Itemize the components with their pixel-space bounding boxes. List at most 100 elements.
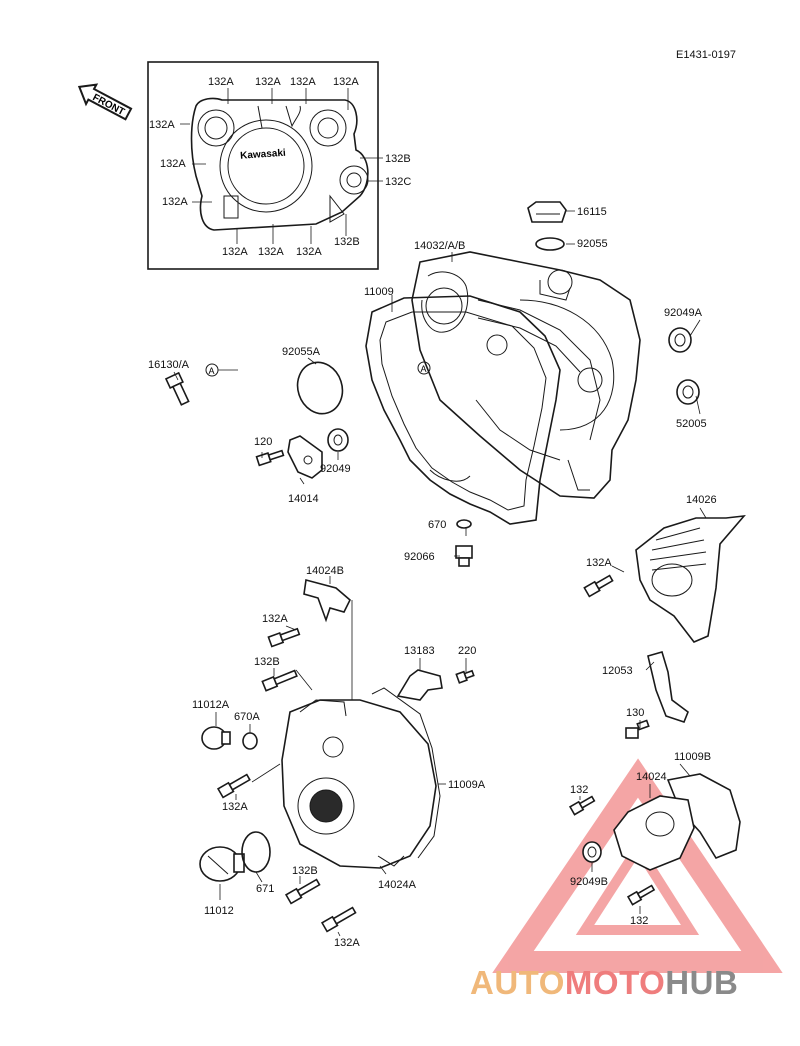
bracket-13183 bbox=[396, 669, 443, 701]
plug-11012a bbox=[201, 726, 231, 750]
label-11012: 11012 bbox=[204, 905, 234, 917]
label-inset-132a-6: 132A bbox=[160, 158, 186, 170]
label-671: 671 bbox=[256, 883, 274, 895]
label-11009: 11009 bbox=[364, 286, 394, 298]
bolt-220 bbox=[455, 669, 475, 684]
label-132a-a: 132A bbox=[262, 613, 288, 625]
oil-seal-92049 bbox=[327, 428, 349, 452]
label-14014: 14014 bbox=[288, 493, 319, 505]
filler-hole bbox=[547, 269, 573, 295]
bolt-120 bbox=[255, 449, 285, 467]
sprocket-cover-14026 bbox=[635, 514, 746, 643]
label-92055a: 92055A bbox=[282, 346, 321, 358]
label-inset-132a-1: 132A bbox=[208, 76, 234, 88]
guide-12053 bbox=[647, 651, 689, 723]
label-inset-132a-7: 132A bbox=[162, 196, 188, 208]
label-inset-132c: 132C bbox=[385, 176, 411, 188]
label-132-a: 132 bbox=[570, 784, 588, 796]
label-14032: 14032/A/B bbox=[414, 240, 465, 252]
label-132a-c: 132A bbox=[334, 937, 360, 949]
front-arrow-icon: FRONT bbox=[77, 83, 133, 121]
inset-clutch-cover bbox=[190, 97, 369, 231]
bolt-130 bbox=[625, 719, 650, 739]
bolt-132a-b bbox=[216, 773, 251, 799]
plate-14014 bbox=[287, 435, 323, 479]
bolt-132-a bbox=[568, 795, 596, 816]
o-ring-670a bbox=[242, 732, 258, 750]
label-12053: 12053 bbox=[602, 665, 633, 677]
leader-lines bbox=[173, 210, 707, 937]
label-220: 220 bbox=[458, 645, 476, 657]
label-132a-right: 132A bbox=[586, 557, 612, 569]
watermark-logo-triangle bbox=[492, 758, 783, 973]
bolt-132b-a bbox=[261, 669, 298, 692]
label-16130: 16130/A bbox=[148, 359, 190, 371]
label-inset-132a-9: 132A bbox=[258, 246, 284, 258]
washer-670 bbox=[456, 519, 472, 529]
bracket-14024b bbox=[303, 578, 351, 623]
label-14024: 14024 bbox=[636, 771, 667, 783]
clutch-cover-14032 bbox=[411, 251, 641, 499]
label-11009a: 11009A bbox=[448, 779, 486, 791]
label-52005: 52005 bbox=[676, 418, 707, 430]
bolt-16130 bbox=[164, 371, 190, 406]
label-inset-132b-2: 132B bbox=[334, 236, 360, 248]
label-inset-132b-1: 132B bbox=[385, 153, 411, 165]
oil-seal-92049b bbox=[582, 841, 602, 863]
bolt-132b-b bbox=[284, 878, 321, 905]
label-inset-132a-8: 132A bbox=[222, 246, 248, 258]
svg-text:AUTOMOTOHUB: AUTOMOTOHUB bbox=[470, 964, 738, 1001]
o-ring-92055a bbox=[296, 361, 344, 415]
label-132b-a: 132B bbox=[254, 656, 280, 668]
part-labels: 16115 92055 14032/A/B 11009 92049A 92055… bbox=[148, 206, 717, 949]
label-11009b: 11009B bbox=[674, 751, 711, 763]
label-92066: 92066 bbox=[404, 551, 435, 563]
label-inset-132a-3: 132A bbox=[290, 76, 316, 88]
o-ring-671 bbox=[241, 831, 271, 873]
label-14024b: 14024B bbox=[306, 565, 344, 577]
label-670: 670 bbox=[428, 519, 446, 531]
label-120: 120 bbox=[254, 436, 272, 448]
label-92049a: 92049A bbox=[664, 307, 703, 319]
label-132b-b: 132B bbox=[292, 865, 318, 877]
generator-cover-14024a bbox=[281, 687, 441, 869]
inset-brand-text: Kawasaki bbox=[240, 148, 286, 162]
filler-plug-16115 bbox=[527, 201, 567, 223]
label-14026: 14026 bbox=[686, 494, 717, 506]
label-inset-132a-5: 132A bbox=[149, 119, 175, 131]
callout-a-right bbox=[417, 361, 431, 375]
label-92055: 92055 bbox=[577, 238, 608, 250]
label-16115: 16115 bbox=[577, 206, 607, 218]
bolt-132a-c bbox=[320, 906, 357, 933]
bolt-132a-right bbox=[583, 574, 614, 598]
watermark-hub: HUB bbox=[665, 964, 738, 1001]
label-inset-132a-4: 132A bbox=[333, 76, 359, 88]
o-ring-92055 bbox=[535, 237, 565, 251]
watermark-moto: MOTO bbox=[565, 964, 665, 1001]
label-130: 130 bbox=[626, 707, 644, 719]
label-92049b: 92049B bbox=[570, 876, 608, 888]
bolt-132a-a bbox=[267, 627, 301, 648]
gasket-11009 bbox=[365, 295, 561, 525]
oil-seal-92049a bbox=[668, 327, 692, 353]
label-inset-132a-2: 132A bbox=[255, 76, 281, 88]
label-14024a: 14024A bbox=[378, 879, 417, 891]
plug-11012 bbox=[199, 846, 245, 882]
label-132-b: 132 bbox=[630, 915, 648, 927]
inset-box: Kawasaki 132A 132A 132A 132A 132A 132A 1… bbox=[147, 61, 411, 270]
label-inset-132a-10: 132A bbox=[296, 246, 322, 258]
cover-14024 bbox=[613, 795, 695, 871]
label-670a: 670A bbox=[234, 711, 260, 723]
oil-seal-52005 bbox=[676, 379, 700, 405]
label-132a-b: 132A bbox=[222, 801, 248, 813]
inset-leaders bbox=[180, 88, 383, 244]
drain-plug-92066 bbox=[455, 545, 473, 567]
callout-a-right-text: A bbox=[421, 364, 427, 374]
label-13183: 13183 bbox=[404, 645, 435, 657]
callout-a-left-text: A bbox=[209, 366, 215, 376]
label-92049: 92049 bbox=[320, 463, 351, 475]
reference-code: E1431-0197 bbox=[676, 49, 736, 61]
label-11012a: 11012A bbox=[192, 699, 230, 711]
watermark-auto: AUTO bbox=[470, 964, 565, 1001]
